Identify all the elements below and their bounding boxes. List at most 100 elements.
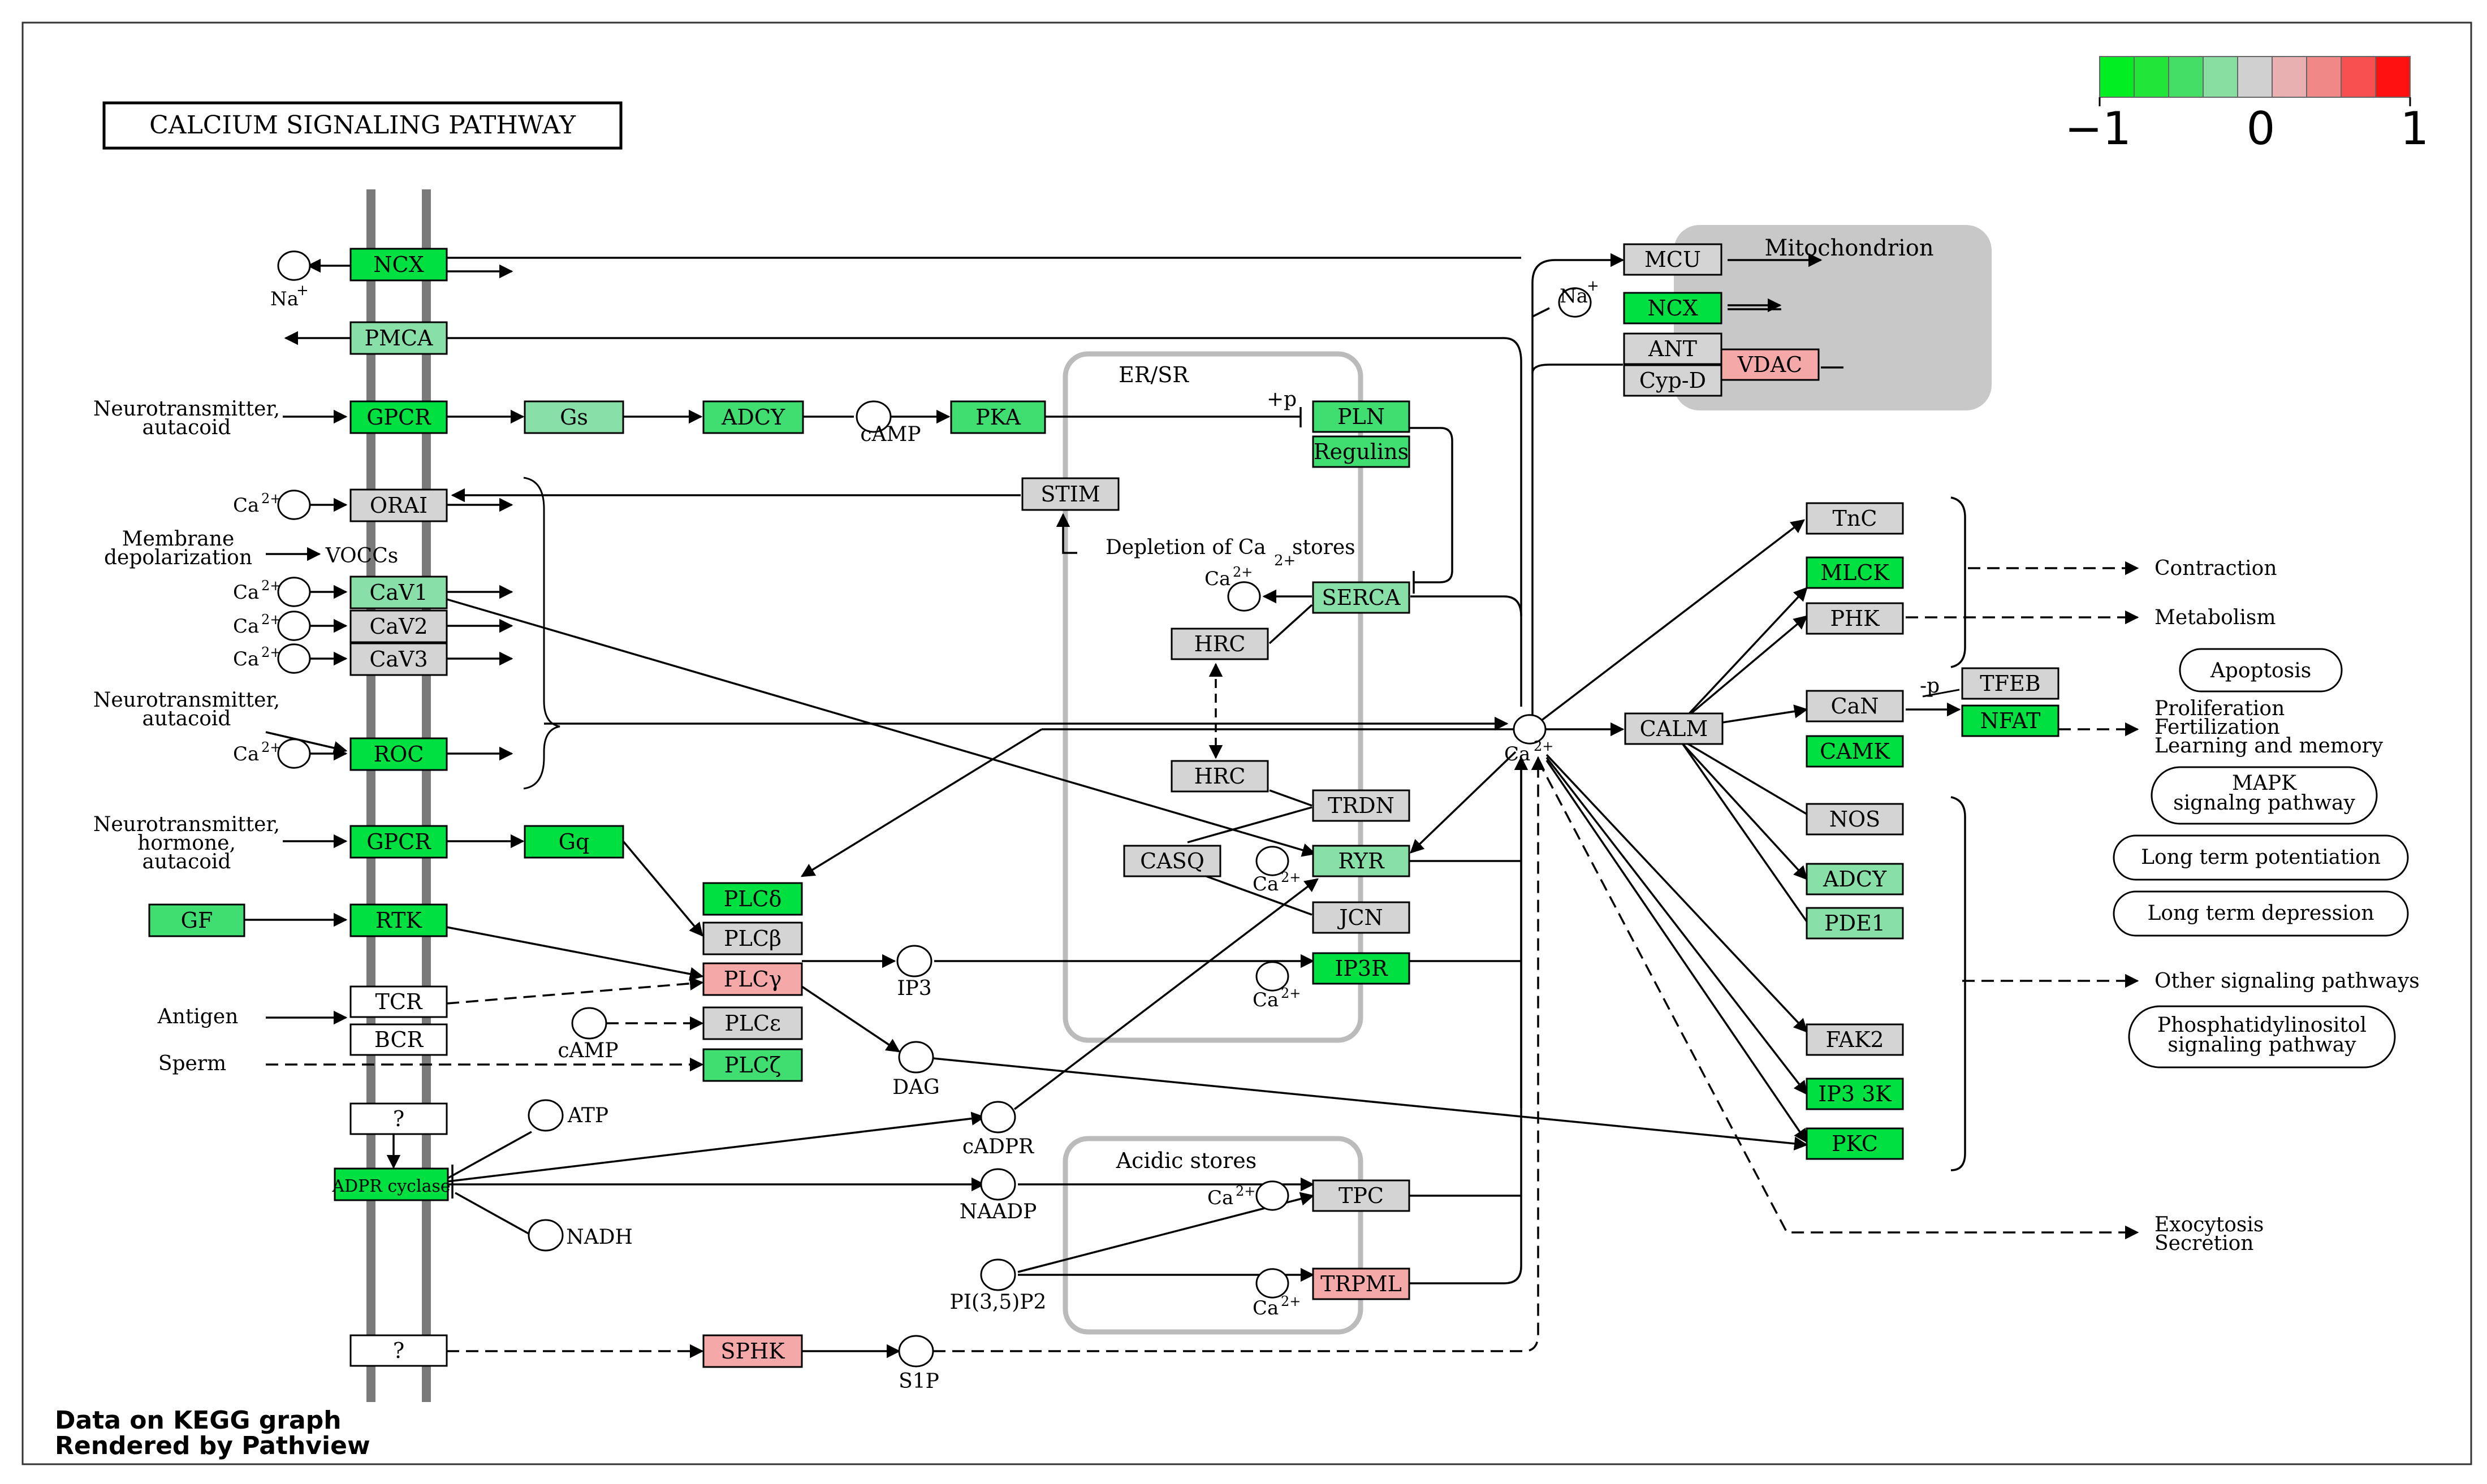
ca-ion-label: Ca	[233, 648, 259, 670]
ion-na-left-sup: +	[296, 282, 309, 299]
ca-ion-label: Ca	[1204, 568, 1230, 590]
node-trpml[interactable]: TRPML	[1312, 1267, 1410, 1300]
node-regulins[interactable]: Regulins	[1312, 435, 1410, 468]
ca-circle-serca	[1227, 581, 1261, 612]
node-casq[interactable]: CASQ	[1123, 845, 1221, 877]
node-label: FAK2	[1825, 1027, 1884, 1052]
dag-circle	[898, 1041, 934, 1074]
node-stim[interactable]: STIM	[1021, 477, 1120, 511]
node-cav1[interactable]: CaV1	[349, 576, 448, 609]
node-label: HRC	[1194, 764, 1246, 789]
tfeb-edge	[1922, 689, 1960, 698]
node-q2[interactable]: ?	[349, 1334, 448, 1367]
node-label: TnC	[1833, 506, 1877, 531]
node-plcg[interactable]: PLCγ	[702, 962, 803, 996]
node-vdac[interactable]: VDAC	[1720, 348, 1820, 381]
ca-ion-label: Ca	[233, 494, 259, 517]
node-label: TFEB	[1980, 671, 2040, 696]
node-gpcr-1[interactable]: GPCR	[349, 400, 448, 434]
node-jcn[interactable]: JCN	[1312, 901, 1410, 934]
label-depletion: Depletion of Ca	[1106, 536, 1266, 559]
node-label: RYR	[1338, 849, 1385, 873]
node-trdn[interactable]: TRDN	[1312, 789, 1410, 822]
node-nos[interactable]: NOS	[1806, 803, 1904, 836]
node-roc[interactable]: ROC	[349, 737, 448, 771]
ca-ion-label: Ca	[1253, 989, 1279, 1011]
node-adcy-2[interactable]: ADCY	[1806, 863, 1904, 895]
node-calm[interactable]: CALM	[1624, 712, 1724, 745]
node-fak2[interactable]: FAK2	[1806, 1023, 1904, 1056]
node-label: PLCζ	[724, 1053, 781, 1078]
ca-ion-label: Ca	[1207, 1187, 1233, 1209]
node-plcd[interactable]: PLCδ	[702, 882, 803, 916]
node-gpcr-2[interactable]: GPCR	[349, 825, 448, 859]
node-hrc-1[interactable]: HRC	[1171, 628, 1269, 660]
cadpr-circle	[980, 1101, 1016, 1133]
node-cav2[interactable]: CaV2	[349, 609, 448, 643]
node-hrc-2[interactable]: HRC	[1171, 760, 1269, 793]
node-label: CaN	[1831, 694, 1879, 719]
node-mcu[interactable]: MCU	[1623, 243, 1722, 276]
label-neuro3: Neurotransmitter,	[93, 813, 280, 836]
node-label: CaV2	[369, 614, 428, 639]
label-hormone: hormone,	[137, 832, 236, 855]
ltp-box	[2113, 834, 2409, 881]
node-plcb[interactable]: PLCβ	[702, 921, 803, 955]
node-cav3[interactable]: CaV3	[349, 642, 448, 676]
node-gf[interactable]: GF	[148, 903, 245, 937]
node-ant[interactable]: ANT	[1623, 332, 1722, 365]
node-label: ?	[393, 1338, 404, 1363]
node-phk[interactable]: PHK	[1806, 602, 1904, 635]
node-q1[interactable]: ?	[349, 1102, 448, 1135]
node-pmca[interactable]: PMCA	[349, 321, 448, 355]
node-adprcyclase[interactable]: ADPR cyclase	[331, 1167, 451, 1201]
node-orai[interactable]: ORAI	[349, 488, 448, 522]
node-label: VDAC	[1737, 352, 1802, 377]
node-tcr[interactable]: TCR	[349, 985, 448, 1018]
node-tnc[interactable]: TnC	[1806, 502, 1904, 535]
label-camp-1: cAMP	[860, 423, 921, 446]
node-label: GPCR	[366, 829, 431, 854]
node-ip33k[interactable]: IP3 3K	[1806, 1078, 1904, 1110]
ca-circle-tpc	[1255, 1180, 1289, 1211]
label-minus-p: -p	[1920, 674, 1940, 698]
mapk-text-1: MAPK	[2232, 772, 2297, 795]
node-camk[interactable]: CAMK	[1806, 735, 1904, 768]
node-serca[interactable]: SERCA	[1312, 581, 1410, 614]
er-sr-compartment	[1063, 351, 1363, 1043]
node-pln[interactable]: PLN	[1312, 400, 1410, 433]
node-label: PLN	[1337, 404, 1385, 429]
node-pka[interactable]: PKA	[950, 400, 1046, 434]
node-plcz[interactable]: PLCζ	[702, 1048, 803, 1082]
acidic-stores-compartment	[1063, 1136, 1363, 1335]
node-mlck[interactable]: MLCK	[1806, 556, 1904, 589]
node-bcr[interactable]: BCR	[349, 1023, 448, 1056]
ion-depletion-sup: 2+	[1274, 552, 1296, 569]
node-gq[interactable]: Gq	[524, 825, 624, 859]
node-ip3r[interactable]: IP3R	[1312, 952, 1410, 985]
node-can[interactable]: CaN	[1806, 690, 1904, 722]
node-ncx-mito[interactable]: NCX	[1623, 292, 1722, 325]
node-tpc[interactable]: TPC	[1312, 1179, 1410, 1212]
node-label: ADCY	[1823, 867, 1887, 892]
node-pde1[interactable]: PDE1	[1806, 907, 1904, 940]
node-plce[interactable]: PLCε	[702, 1006, 803, 1040]
s1p-circle	[898, 1335, 934, 1368]
node-pkc[interactable]: PKC	[1806, 1127, 1904, 1160]
node-ncx-left[interactable]: NCX	[349, 248, 448, 282]
node-label: CASQ	[1140, 849, 1204, 873]
node-gs[interactable]: Gs	[524, 400, 624, 434]
channel-bracket	[523, 477, 560, 790]
ca-ion-sup: 2+	[261, 644, 281, 660]
node-label: CAMK	[1820, 739, 1890, 764]
node-nfat[interactable]: NFAT	[1961, 704, 2059, 737]
node-ryr[interactable]: RYR	[1312, 845, 1410, 877]
node-adcy-1[interactable]: ADCY	[702, 400, 804, 434]
ion-na-left: Na	[270, 288, 299, 310]
node-rtk[interactable]: RTK	[349, 903, 448, 937]
label-neuro2: Neurotransmitter,	[93, 689, 280, 712]
node-cypd[interactable]: Cyp-D	[1623, 364, 1722, 397]
legend-swatch	[2375, 56, 2411, 98]
node-tfeb[interactable]: TFEB	[1961, 667, 2059, 700]
node-sphk[interactable]: SPHK	[702, 1334, 803, 1368]
